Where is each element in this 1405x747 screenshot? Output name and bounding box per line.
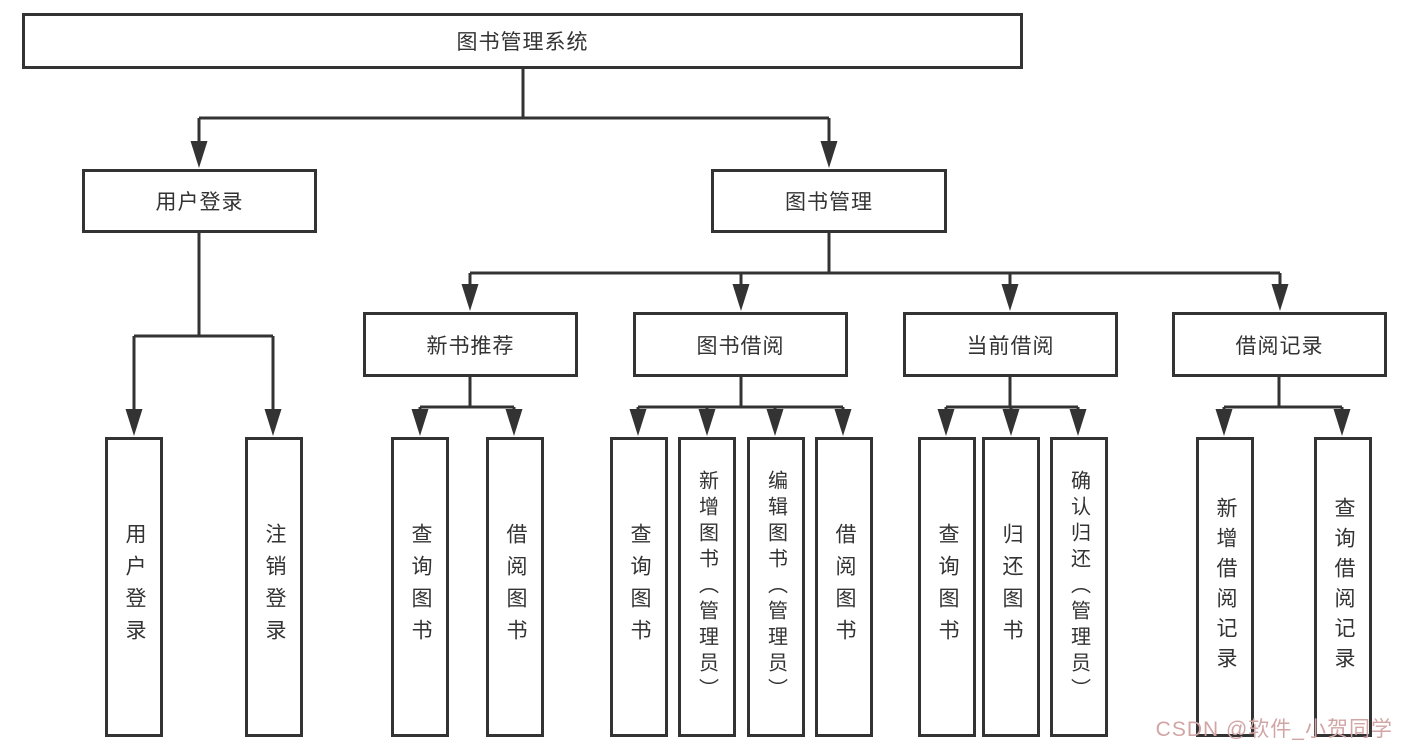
node-leaf-edit-books-admin: 编辑图书（管理员）	[747, 437, 805, 737]
leaf-label: 借阅图书	[833, 523, 856, 651]
leaf-label: 用户登录	[123, 523, 146, 651]
leaf-label: 归还图书	[1000, 523, 1023, 651]
node-leaf-add-borrow-record: 新增借阅记录	[1196, 437, 1254, 737]
watermark: CSDN @软件_小贺同学	[1155, 718, 1393, 741]
leaf-label: 查询图书	[936, 523, 959, 651]
leaf-label: 借阅图书	[504, 523, 527, 651]
node-leaf-borrow-books-1: 借阅图书	[486, 437, 544, 737]
node-borrow-records: 借阅记录	[1172, 312, 1387, 377]
node-leaf-add-books-admin: 新增图书（管理员）	[678, 437, 736, 737]
leaf-label: 注销登录	[263, 523, 286, 651]
leaf-label: 确认归还（管理员）	[1067, 470, 1090, 704]
leaf-label: 查询借阅记录	[1332, 497, 1355, 677]
node-leaf-query-borrow-record: 查询借阅记录	[1314, 437, 1372, 737]
node-leaf-confirm-return-admin: 确认归还（管理员）	[1050, 437, 1108, 737]
node-current-borrow: 当前借阅	[903, 312, 1118, 377]
node-leaf-borrow-books-2: 借阅图书	[815, 437, 873, 737]
node-leaf-user-login: 用户登录	[105, 437, 163, 737]
node-leaf-query-books-3: 查询图书	[918, 437, 976, 737]
node-book-borrow: 图书借阅	[633, 312, 848, 377]
leaf-label: 查询图书	[409, 523, 432, 651]
leaf-label: 编辑图书（管理员）	[764, 470, 787, 704]
leaf-label: 新增图书（管理员）	[695, 470, 718, 704]
arrowheads	[125, 141, 1351, 436]
node-new-book-recommend: 新书推荐	[363, 312, 578, 377]
node-user-login: 用户登录	[82, 169, 317, 233]
node-root-library-system: 图书管理系统	[22, 13, 1023, 69]
leaf-label: 新增借阅记录	[1214, 497, 1237, 677]
node-leaf-return-books: 归还图书	[982, 437, 1040, 737]
node-leaf-query-books-2: 查询图书	[610, 437, 668, 737]
leaf-label: 查询图书	[628, 523, 651, 651]
node-leaf-logout: 注销登录	[245, 437, 303, 737]
node-leaf-query-books-1: 查询图书	[391, 437, 449, 737]
node-book-management: 图书管理	[711, 169, 947, 233]
